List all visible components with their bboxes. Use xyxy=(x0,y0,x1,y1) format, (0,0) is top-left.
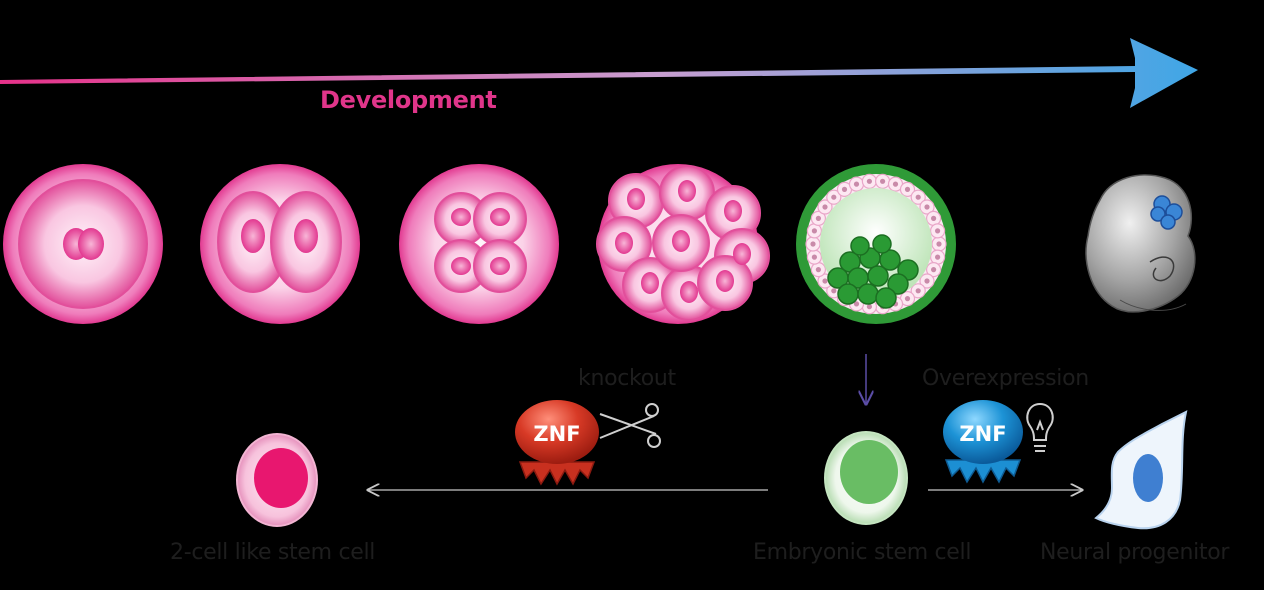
trophectoderm-nucleus xyxy=(904,186,911,192)
trophectoderm-nucleus xyxy=(815,215,822,221)
inner-cell-mass xyxy=(827,234,919,309)
scissors-icon xyxy=(599,403,661,448)
trophectoderm-nucleus xyxy=(815,267,822,273)
blastocyst-stage xyxy=(796,164,956,324)
embryonic-stem-cell xyxy=(824,431,908,525)
embryo-stage xyxy=(1085,174,1196,313)
overexpression-label: Overexpression xyxy=(922,366,1089,391)
trophectoderm-nucleus xyxy=(853,301,860,307)
development-arrow xyxy=(0,38,1198,108)
trophectoderm-nucleus xyxy=(892,181,899,187)
zygote-stage xyxy=(3,164,163,324)
lightbulb-icon xyxy=(1026,402,1054,452)
morula-stage xyxy=(596,164,770,324)
trophectoderm-nucleus xyxy=(924,204,930,210)
trophectoderm-nucleus xyxy=(915,194,921,200)
two-cell-like-stem-cell xyxy=(236,433,318,527)
two-cell-stage xyxy=(200,164,360,324)
trophectoderm-nucleus xyxy=(841,186,848,192)
trophectoderm-nucleus xyxy=(853,181,860,187)
knockout-label: knockout xyxy=(578,366,676,391)
trophectoderm-nucleus xyxy=(831,194,837,200)
trophectoderm-nucleus xyxy=(915,288,921,294)
trophectoderm-nucleus xyxy=(822,278,828,284)
four-cell-stage xyxy=(399,164,559,324)
embryonic-stem-cell-label: Embryonic stem cell xyxy=(753,540,972,565)
trophectoderm-nucleus xyxy=(924,278,930,284)
trophectoderm-nucleus xyxy=(866,304,873,310)
znf-protein-overexpression: ZNF xyxy=(943,400,1023,484)
two-cell-like-stem-cell-label: 2-cell like stem cell xyxy=(170,540,376,565)
trophectoderm-nucleus xyxy=(822,204,828,210)
znf-protein-knockout: ZNF xyxy=(515,400,599,486)
trophectoderm-nucleus xyxy=(880,178,886,184)
trophectoderm-nucleus xyxy=(931,267,937,273)
trophectoderm-nucleus xyxy=(904,296,911,302)
neural-progenitor-label: Neural progenitor xyxy=(1040,540,1230,565)
trophectoderm-nucleus xyxy=(936,241,942,247)
trophectoderm-nucleus xyxy=(810,241,816,247)
trophectoderm-nucleus xyxy=(866,178,873,184)
development-label: Development xyxy=(320,86,497,114)
trophectoderm-nucleus xyxy=(811,254,818,260)
trophectoderm-nucleus xyxy=(935,254,941,260)
neural-progenitor-cell xyxy=(1094,410,1188,530)
trophectoderm-nucleus xyxy=(811,228,818,234)
trophectoderm-nucleus xyxy=(831,288,837,294)
trophectoderm-nucleus xyxy=(935,228,941,234)
znf-label-knockout: ZNF xyxy=(533,422,580,446)
trophectoderm-nucleus xyxy=(931,215,937,221)
trophectoderm-ring xyxy=(805,173,947,315)
znf-label-overexpression: ZNF xyxy=(959,422,1006,446)
